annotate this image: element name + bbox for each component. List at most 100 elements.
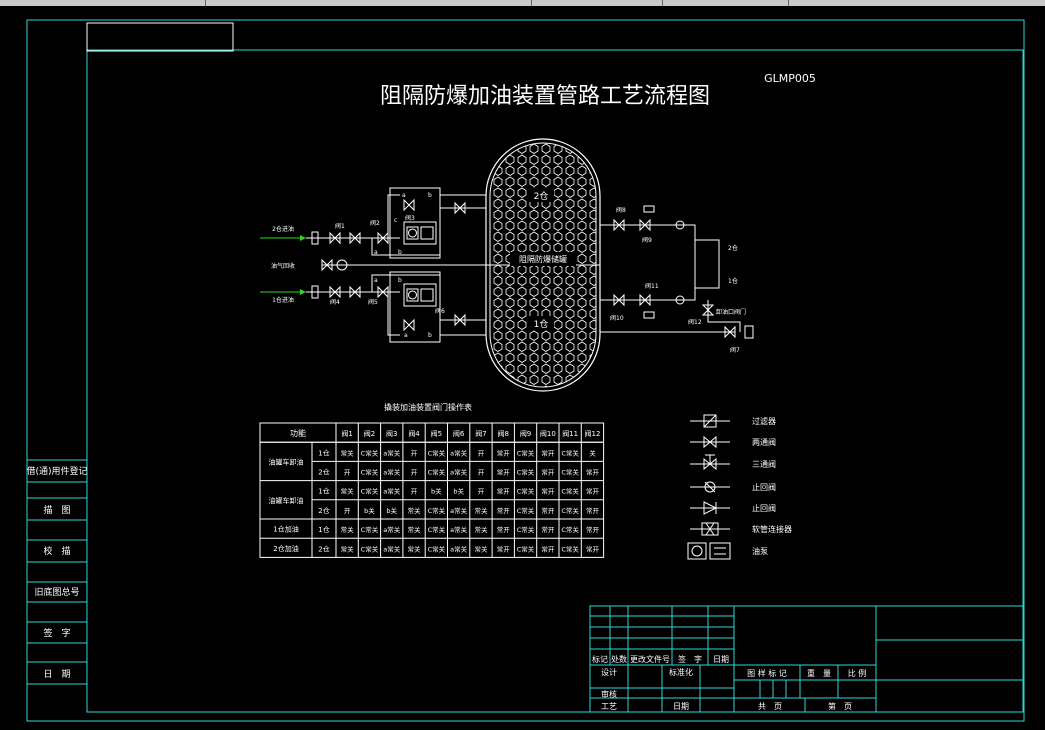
inlet-1-label: 1仓进油	[272, 296, 294, 304]
table-cell: a常关	[383, 467, 400, 476]
title-block: 标记 处数 更改文件号 签 字 日期 设计 标准化 审核 工艺 日期 图 样 标…	[589, 605, 1024, 713]
valve-label: 阀7	[730, 346, 740, 354]
tb-label: 处数	[611, 654, 627, 664]
port-label: b	[398, 277, 402, 284]
valve-label: 阀12	[688, 318, 702, 326]
table-cell: C常关	[561, 525, 579, 534]
tb-page: 第 页	[828, 701, 852, 711]
table-cell: C常关	[361, 448, 379, 457]
legend-symbol-icon	[687, 542, 731, 560]
drawing-frame	[26, 19, 1025, 722]
tb-label: 标记	[592, 654, 608, 664]
port-label: b	[428, 332, 432, 339]
side-label: 日 期	[43, 669, 70, 680]
toolbar-segment[interactable]	[206, 0, 532, 6]
table-cell: C常关	[428, 467, 446, 476]
table-cell: 常开	[586, 487, 600, 496]
port-label: b	[428, 192, 432, 199]
table-cell: a常关	[383, 525, 400, 534]
table-group-label: 油罐车卸油	[269, 496, 304, 505]
table-cell: C常关	[428, 525, 446, 534]
legend-symbol-icon	[690, 454, 730, 471]
table-cell: C常关	[428, 544, 446, 553]
table-cell: 常开	[541, 448, 555, 457]
legend-label: 止回阀	[752, 503, 776, 513]
table-cell: 常关	[341, 448, 355, 457]
table-cell: C常关	[517, 487, 535, 496]
table-cell: 常关	[474, 525, 488, 534]
legend-label: 过滤器	[752, 416, 776, 426]
table-cell: a常关	[383, 487, 400, 496]
legend-symbol-icon	[690, 522, 730, 536]
storage-tank[interactable]: 阻隔防爆储罐 2仓 1仓	[485, 138, 601, 392]
valve-label: 阀5	[368, 298, 378, 306]
toolbar-segment[interactable]	[532, 0, 663, 6]
inlet-2-label: 2仓进油	[272, 225, 294, 233]
table-cell: C常关	[561, 448, 579, 457]
table-cell: 关	[589, 448, 596, 457]
table-cell: a常关	[450, 544, 467, 553]
tb-total: 共 页	[758, 702, 782, 711]
table-cell: b关	[431, 487, 442, 496]
legend-label: 油泵	[752, 546, 768, 556]
table-cell: 常开	[541, 544, 555, 553]
left-piping	[260, 187, 486, 343]
table-cell: 常开	[497, 544, 511, 553]
table-cell: a常关	[450, 467, 467, 476]
table-cell: 常开	[541, 467, 555, 476]
legend-label: 三通阀	[752, 459, 776, 469]
table-cell: C常关	[517, 448, 535, 457]
table-cell: 开	[411, 468, 418, 476]
table-sub-cell: 2仓	[318, 544, 329, 553]
table-cell: C常关	[561, 506, 579, 515]
right-piping	[600, 205, 754, 339]
table-cell: 常开	[586, 525, 600, 534]
table-cell: a常关	[383, 544, 400, 553]
valve-label: 阀11	[645, 282, 659, 290]
table-cell: b关	[453, 487, 464, 496]
tb-design: 设计	[601, 667, 617, 677]
table-cell: C常关	[361, 467, 379, 476]
table-cell: 常开	[497, 506, 511, 515]
left-labels: 2仓进油 油气回收 1仓进油 阀1 阀2 阀3 阀4 阀5 阀6 a b c a…	[271, 192, 445, 339]
side-registration-strip: 借(通)用件登记 描 图 校 描 旧底图总号 签 字 日 期	[26, 459, 88, 685]
legend-symbol-icon	[690, 481, 730, 493]
legend-symbol-icon	[690, 435, 730, 449]
table-cell: C常关	[517, 544, 535, 553]
side-label: 签 字	[43, 627, 70, 639]
table-group-label: 1仓加油	[273, 525, 298, 534]
table-cell: 常关	[474, 544, 488, 553]
toolbar-segment[interactable]	[663, 0, 789, 6]
table-header-cell: 阀10	[540, 429, 556, 438]
valve-symbols[interactable]	[321, 198, 466, 332]
tb-date: 日期	[673, 702, 689, 711]
ground-label: 卸油口阀门	[716, 308, 746, 316]
compartment-1-label: 1仓	[534, 318, 549, 330]
return-label: 油气回收	[271, 262, 295, 270]
pump-icon[interactable]	[406, 226, 434, 302]
table-cell: 开	[478, 449, 485, 457]
table-cell: C常关	[361, 487, 379, 496]
valve-label: 阀8	[616, 206, 626, 214]
legend-symbol-icon	[690, 414, 730, 428]
table-cell: C常关	[561, 487, 579, 496]
tb-review: 审核	[601, 689, 617, 699]
valve-label: 阀10	[610, 314, 624, 322]
table-cell: 常开	[541, 487, 555, 496]
table-sub-cell: 1仓	[318, 448, 329, 457]
table-header-cell: 阀11	[562, 429, 578, 438]
port-label: a	[374, 249, 378, 256]
table-cell: C常关	[561, 544, 579, 553]
legend-label: 止回阀	[752, 482, 776, 492]
table-cell: 常开	[497, 467, 511, 476]
table-sub-cell: 2仓	[318, 506, 329, 515]
legend-label: 两通阀	[752, 437, 776, 447]
table-cell: C常关	[517, 467, 535, 476]
cad-drawing-canvas[interactable]: 借(通)用件登记 描 图 校 描 旧底图总号 签 字 日 期 阻隔防爆加油装置管…	[0, 6, 1045, 730]
toolbar-segment[interactable]	[0, 0, 206, 6]
table-cell: 常开	[497, 448, 511, 457]
side-label: 借(通)用件登记	[26, 465, 87, 477]
valve-label: 阀3	[405, 214, 415, 222]
